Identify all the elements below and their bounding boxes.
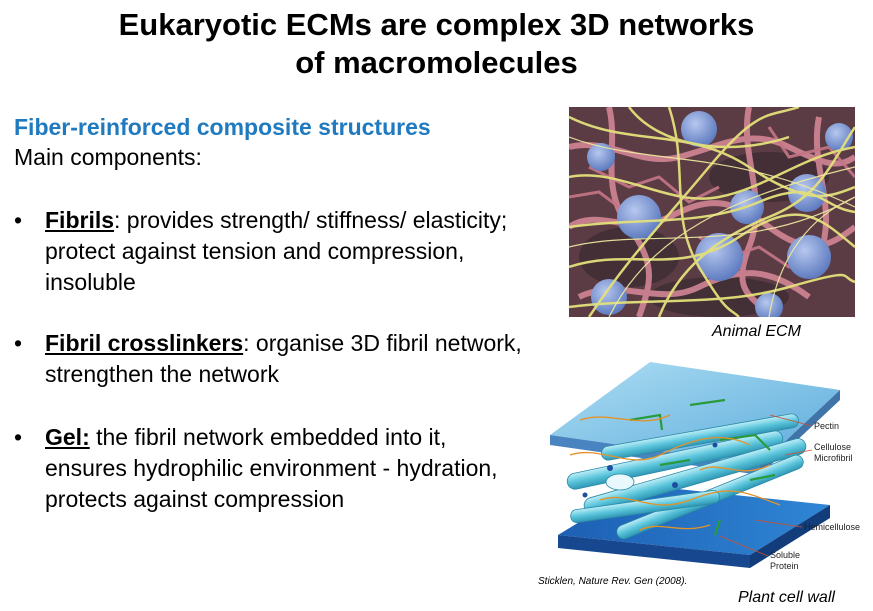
animal-ecm-caption: Animal ECM	[712, 323, 801, 340]
label-cellulose-2: Microfibril	[814, 453, 853, 463]
label-cellulose-1: Cellulose	[814, 442, 851, 452]
slide-subtitle: Fiber-reinforced composite structures	[14, 114, 431, 140]
bullet-gel: • Gel: the fibril network embedded into …	[14, 422, 534, 515]
intro-text: Main components:	[14, 144, 202, 170]
plant-cell-wall-caption: Plant cell wall	[738, 589, 835, 606]
bullet-dot: •	[14, 330, 23, 356]
bullet-dot: •	[14, 207, 23, 233]
plant-cell-wall-diagram: Pectin Cellulose Microfibril Hemicellulo…	[550, 362, 860, 571]
desc-crosslinkers: : organise 3D fibril network, strengthen…	[45, 330, 522, 387]
title-line-1: Eukaryotic ECMs are complex 3D networks	[118, 7, 755, 42]
title-line-2: of macromolecules	[295, 45, 578, 80]
desc-gel: the fibril network embedded into it, ens…	[45, 424, 498, 512]
label-pectin: Pectin	[814, 421, 839, 431]
term-crosslinkers: Fibril crosslinkers	[45, 330, 244, 356]
term-gel: Gel:	[45, 424, 90, 450]
animal-ecm-image	[569, 107, 855, 317]
desc-fibrils: : provides strength/ stiffness/ elastici…	[45, 207, 508, 295]
figure-citation: Sticklen, Nature Rev. Gen (2008).	[538, 576, 688, 587]
label-soluble-2: Protein	[770, 561, 799, 571]
slide-title: Eukaryotic ECMs are complex 3D networks …	[0, 6, 873, 82]
bullet-dot: •	[14, 424, 23, 450]
term-fibrils: Fibrils	[45, 207, 115, 233]
label-soluble-1: Soluble	[770, 550, 800, 560]
bullet-fibrils: • Fibrils: provides strength/ stiffness/…	[14, 205, 534, 298]
animal-ecm-illustration	[569, 107, 855, 317]
bullet-crosslinkers: • Fibril crosslinkers: organise 3D fibri…	[14, 328, 534, 390]
label-hemicellulose: Hemicellulose	[804, 522, 860, 532]
